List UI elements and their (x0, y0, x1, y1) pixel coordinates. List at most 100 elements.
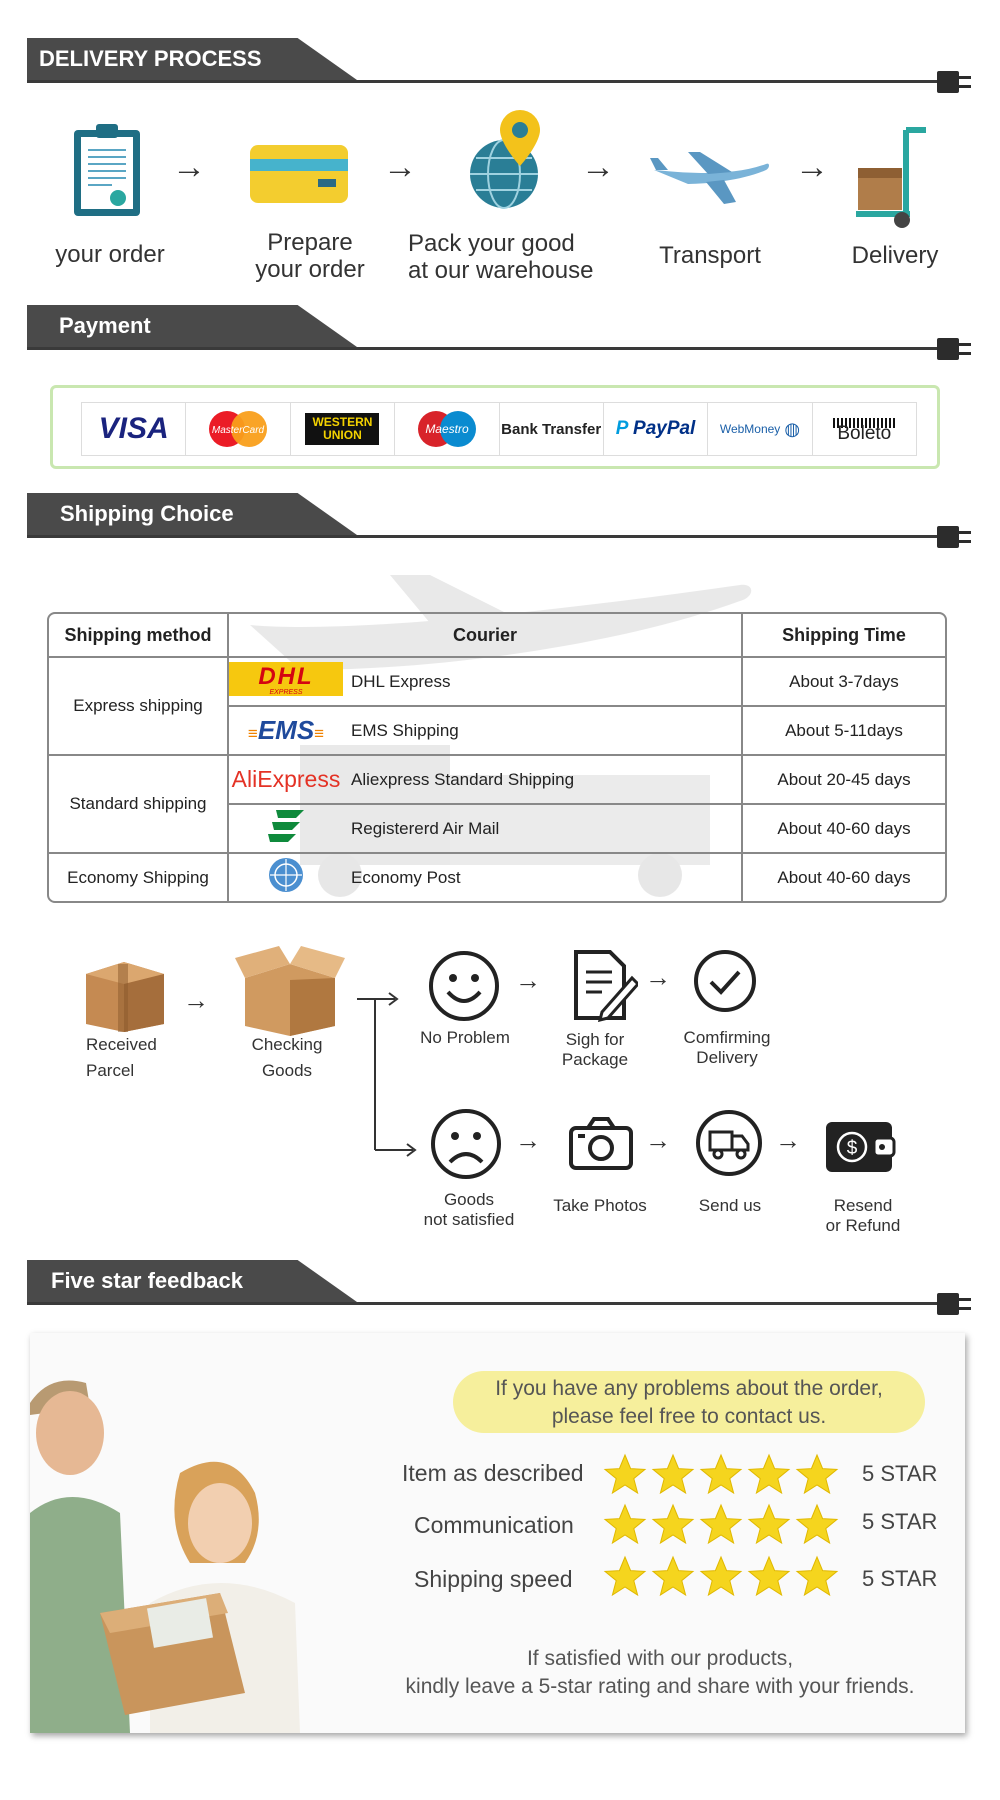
arrow-icon: → (775, 1125, 801, 1155)
star-icon (603, 1503, 647, 1545)
header-divider (27, 1302, 942, 1305)
plug-icon (937, 338, 959, 360)
branch-connector (357, 992, 417, 1157)
star-icon (699, 1503, 743, 1545)
star-icon (747, 1555, 791, 1597)
flow-label-checking: Checking Goods (251, 1035, 323, 1080)
airplane-icon (650, 152, 769, 204)
table-row: ≡EMS≡ EMS Shipping About 5-11days (49, 707, 945, 756)
sad-face-icon (431, 1109, 501, 1179)
table-row: Standard shipping AliExpress Aliexpress … (49, 756, 945, 854)
ems-logo: ≡EMS≡ (229, 707, 343, 756)
rating-label: Item as described (402, 1460, 584, 1486)
svg-text:$: $ (847, 1138, 858, 1159)
star-icon (603, 1555, 647, 1597)
star-icon (795, 1453, 839, 1495)
svg-text:Maestro: Maestro (425, 422, 469, 436)
feedback-footer-text: If satisfied with our products, kindly l… (405, 1647, 915, 1698)
contact-message-pill: If you have any problems about the order… (453, 1371, 925, 1433)
webmoney-logo: WebMoney ◍ (708, 403, 813, 455)
arrow-icon: → (515, 965, 541, 995)
dhl-logo: DHL EXPRESS (229, 658, 343, 707)
bank-transfer-logo: Bank Transfer (500, 403, 604, 455)
flow-label-no-problem: No Problem (420, 1028, 510, 1047)
rating-label: Shipping speed (414, 1566, 573, 1592)
step-label: Transport (659, 242, 761, 269)
shipping-time: About 40-60 days (743, 805, 945, 854)
sign-document-icon (574, 950, 638, 1022)
courier-name: Aliexpress Standard Shipping (343, 756, 743, 805)
plug-icon (937, 71, 959, 93)
shipping-time: About 5-11days (743, 707, 945, 756)
payment-title: Payment (27, 305, 357, 347)
boleto-logo: Boleto (813, 403, 916, 455)
column-header: Shipping method (49, 614, 229, 658)
step-label: Pack your good at our warehouse (408, 230, 594, 284)
table-header-row: Shipping method Courier Shipping Time (49, 614, 945, 658)
table-row: Express shipping DHL EXPRESS DHL Express… (49, 658, 945, 756)
payment-methods-box: VISA MasterCard WESTERN UNION Maestro Ba… (50, 385, 940, 469)
star-icon (651, 1453, 695, 1495)
paypal-logo: P PayPal (604, 403, 709, 455)
star-icon (603, 1453, 647, 1495)
flow-label-send: Send us (698, 1196, 762, 1215)
courier-name: Economy Post (343, 854, 743, 901)
column-header: Courier (229, 614, 743, 658)
arrow-icon: → (581, 148, 615, 186)
star-icon (651, 1503, 695, 1545)
plug-icon (937, 526, 959, 548)
star-icon (747, 1503, 791, 1545)
shipping-method-cell: Express shipping (49, 658, 229, 756)
clipboard-icon (74, 124, 140, 216)
feedback-card: If you have any problems about the order… (30, 1333, 965, 1733)
shipping-time: About 40-60 days (777, 867, 911, 887)
flow-label-sign: Sigh for Package (561, 1030, 629, 1069)
flow-label-photos: Take Photos (553, 1196, 647, 1215)
rating-text: 5 STAR (862, 1566, 938, 1591)
maestro-logo: Maestro (395, 403, 500, 455)
header-divider (27, 347, 942, 350)
arrow-icon: → (183, 985, 209, 1015)
plug-icon (937, 1293, 959, 1315)
globe-pin-icon (470, 110, 540, 209)
globe-icon: ◍ (784, 418, 801, 439)
header-divider (27, 80, 942, 83)
visa-logo: VISA (82, 403, 187, 455)
delivery-truck-icon (696, 1110, 762, 1176)
svg-text:MasterCard: MasterCard (212, 425, 265, 436)
china-post-icon (229, 805, 343, 854)
flow-label-not-satisfied: Goods not satisfied (423, 1190, 515, 1229)
star-icon (795, 1503, 839, 1545)
star-icon (651, 1555, 695, 1597)
rating-text: 5 STAR (862, 1509, 938, 1534)
western-union-logo: WESTERN UNION (291, 403, 396, 455)
shipping-time: About 20-45 days (743, 756, 945, 805)
courier-name: DHL Express (343, 658, 743, 707)
feedback-section-header: Five star feedback (27, 1260, 977, 1315)
shipping-title: Shipping Choice (27, 493, 357, 535)
arrow-icon: → (172, 148, 206, 186)
un-emblem-icon (229, 854, 343, 901)
star-icon (795, 1555, 839, 1597)
step-label: Delivery (851, 242, 939, 269)
flow-label-refund: Resend or Refund (825, 1196, 901, 1235)
shipping-method-cell: Economy Shipping (49, 854, 229, 901)
flow-label-received: Received Parcel (86, 1035, 157, 1080)
payment-logo-row: VISA MasterCard WESTERN UNION Maestro Ba… (81, 402, 917, 456)
courier-name: Registererd Air Mail (343, 805, 743, 854)
step-label: your order (55, 241, 165, 268)
rating-label: Communication (414, 1512, 574, 1538)
star-icon (747, 1453, 791, 1495)
delivery-section-header: DELIVERY PROCESS (27, 38, 977, 93)
wallet-refund-icon: $ (826, 1122, 896, 1172)
star-icon (699, 1453, 743, 1495)
delivery-title: DELIVERY PROCESS (27, 38, 357, 80)
arrow-icon: → (645, 962, 671, 992)
arrow-icon: → (795, 148, 829, 186)
step-label: Prepare your order (255, 229, 365, 283)
arrow-icon: → (515, 1125, 541, 1155)
open-box-icon (235, 946, 345, 1036)
table-row: Economy Shipping Economy Post About 40-6… (49, 854, 945, 901)
rating-text: 5 STAR (862, 1461, 938, 1486)
shipping-method-cell: Standard shipping (49, 756, 229, 854)
